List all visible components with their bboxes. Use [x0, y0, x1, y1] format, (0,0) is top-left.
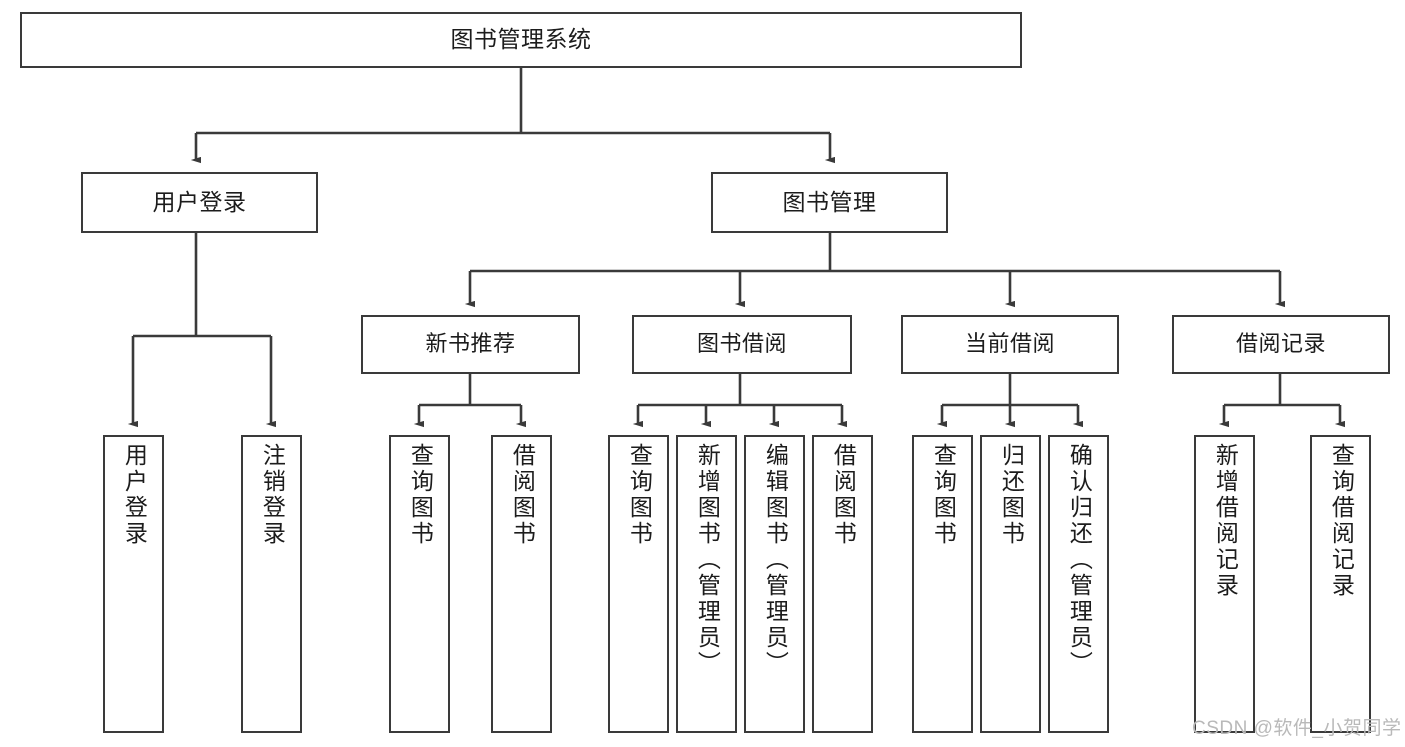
node-current-borrow[interactable]: 当前借阅 [901, 315, 1119, 374]
node-leaf-user-login-label: 用户登录 [121, 443, 148, 547]
node-leaf-borrow-book-1[interactable]: 借阅图书 [491, 435, 552, 733]
node-leaf-borrow-book-2-label: 借阅图书 [830, 443, 857, 547]
node-current-borrow-label: 当前借阅 [964, 331, 1055, 357]
node-leaf-logout-label: 注销登录 [259, 443, 286, 547]
node-leaf-logout[interactable]: 注销登录 [241, 435, 302, 733]
node-new-book-rec-label: 新书推荐 [425, 331, 516, 357]
node-leaf-query-record-label: 查询借阅记录 [1328, 443, 1355, 599]
node-book-borrow-label: 图书借阅 [696, 331, 787, 357]
node-leaf-return-book[interactable]: 归还图书 [980, 435, 1041, 733]
node-leaf-add-record[interactable]: 新增借阅记录 [1194, 435, 1255, 733]
node-leaf-confirm-return-label: 确认归还（管理员） [1066, 443, 1093, 677]
node-leaf-edit-book-label: 编辑图书（管理员） [762, 443, 789, 677]
node-leaf-add-record-label: 新增借阅记录 [1212, 443, 1239, 599]
node-leaf-user-login[interactable]: 用户登录 [103, 435, 164, 733]
node-leaf-return-book-label: 归还图书 [998, 443, 1025, 547]
node-leaf-query-book-1-label: 查询图书 [407, 443, 434, 547]
node-root[interactable]: 图书管理系统 [20, 12, 1022, 68]
node-leaf-borrow-book-2[interactable]: 借阅图书 [812, 435, 873, 733]
node-leaf-query-book-2[interactable]: 查询图书 [608, 435, 669, 733]
node-borrow-record-label: 借阅记录 [1235, 331, 1326, 357]
node-root-label: 图书管理系统 [450, 26, 592, 53]
node-user-login-label: 用户登录 [152, 188, 247, 215]
node-leaf-query-book-3-label: 查询图书 [930, 443, 957, 547]
node-borrow-record[interactable]: 借阅记录 [1172, 315, 1390, 374]
node-book-manage-label: 图书管理 [782, 188, 877, 215]
node-leaf-edit-book[interactable]: 编辑图书（管理员） [744, 435, 805, 733]
node-leaf-query-book-1[interactable]: 查询图书 [389, 435, 450, 733]
node-leaf-add-book-label: 新增图书（管理员） [694, 443, 721, 677]
node-leaf-query-book-2-label: 查询图书 [626, 443, 653, 547]
node-book-borrow[interactable]: 图书借阅 [632, 315, 852, 374]
node-book-manage[interactable]: 图书管理 [711, 172, 948, 233]
node-leaf-confirm-return[interactable]: 确认归还（管理员） [1048, 435, 1109, 733]
node-new-book-rec[interactable]: 新书推荐 [361, 315, 580, 374]
node-user-login[interactable]: 用户登录 [81, 172, 318, 233]
node-leaf-add-book[interactable]: 新增图书（管理员） [676, 435, 737, 733]
node-leaf-query-record[interactable]: 查询借阅记录 [1310, 435, 1371, 733]
node-leaf-query-book-3[interactable]: 查询图书 [912, 435, 973, 733]
node-leaf-borrow-book-1-label: 借阅图书 [509, 443, 536, 547]
csdn-watermark: CSDN @软件_小贺同学 [1192, 718, 1402, 739]
